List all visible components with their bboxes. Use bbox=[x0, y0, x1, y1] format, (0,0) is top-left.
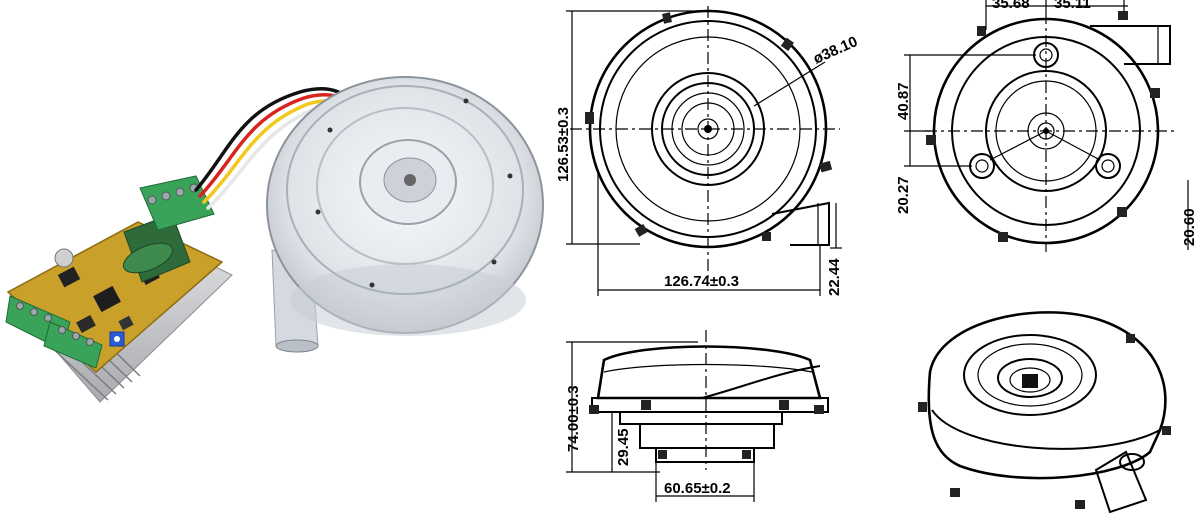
side-view-mounting-tabs bbox=[589, 400, 824, 459]
dim-rear-lower: 20.27 bbox=[895, 176, 912, 214]
dim-side-base-width: 60.65±0.2 bbox=[664, 480, 731, 497]
housing-screws bbox=[315, 98, 513, 288]
terminal-block-bottom bbox=[5, 295, 103, 369]
isometric-drawing bbox=[918, 311, 1171, 514]
motor-shaft-icon bbox=[404, 174, 416, 186]
blower-photo bbox=[266, 76, 544, 353]
dim-outlet: 22.44 bbox=[826, 258, 843, 296]
dim-side-height: 74.00±0.3 bbox=[565, 385, 582, 452]
side-view-drawing: 74.00±0.3 29.45 60.65±0.2 bbox=[565, 330, 829, 502]
dim-side-depth: 29.45 bbox=[615, 428, 632, 466]
iso-mounting-tabs bbox=[918, 334, 1171, 509]
top-view-mounting-tabs bbox=[585, 12, 833, 241]
dim-rear-left-top: 35.68 bbox=[992, 0, 1030, 12]
dim-top-width: 126.74±0.3 bbox=[664, 273, 739, 290]
dim-rear-right-top: 35.11 bbox=[1054, 0, 1091, 12]
dim-rear-upper: 40.87 bbox=[895, 82, 912, 120]
rear-view-drawing: 35.68 35.11 40.87 20.27 20.60 bbox=[895, 0, 1194, 252]
top-view-drawing: ø38.10 126.53±0.3 126.74±0.3 22.44 bbox=[555, 6, 860, 296]
pcb-components bbox=[54, 248, 160, 347]
controller-board-photo bbox=[5, 175, 233, 403]
dim-rear-outlet-offset: 20.60 bbox=[1181, 208, 1194, 246]
dim-top-height: 126.53±0.3 bbox=[555, 107, 572, 182]
dim-bore-diameter: ø38.10 bbox=[811, 33, 861, 68]
rear-view-mounting-tabs bbox=[926, 11, 1160, 242]
